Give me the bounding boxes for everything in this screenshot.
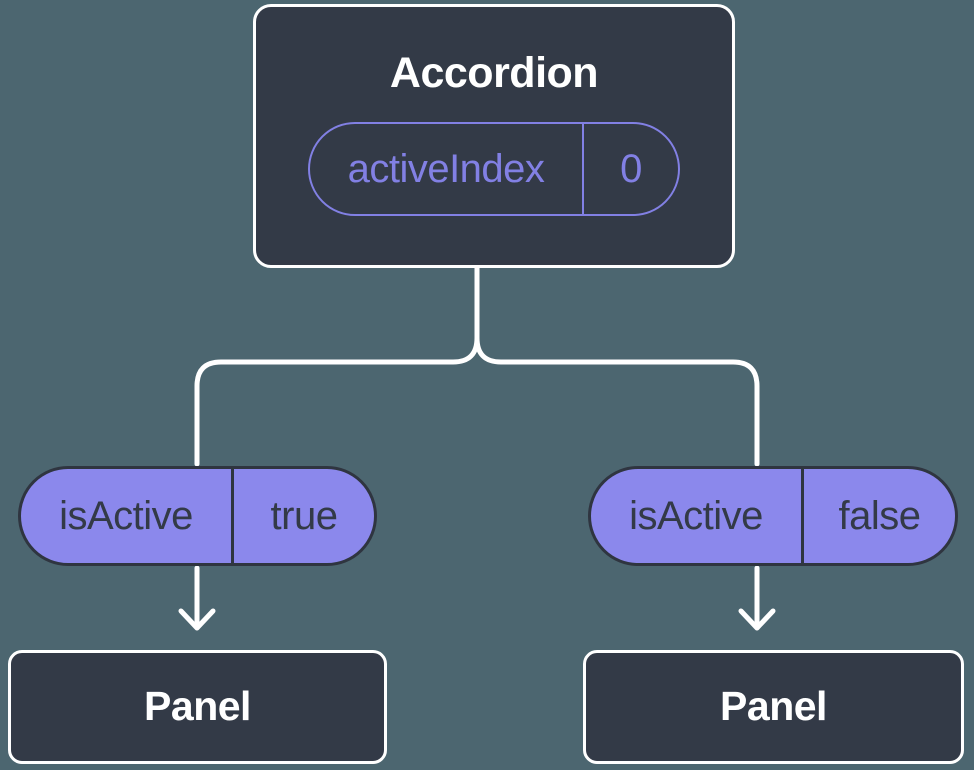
panel-node-left: Panel [8, 650, 387, 764]
prop-pill-divider-left [231, 469, 234, 563]
prop-value-left: true [270, 493, 338, 538]
accordion-node-title: Accordion [389, 49, 599, 97]
prop-pill-right: isActive false [588, 466, 958, 566]
state-value: 0 [620, 146, 642, 191]
prop-pill-divider-right [801, 469, 804, 563]
state-pill: activeIndex 0 [308, 122, 680, 217]
prop-name-right: isActive [629, 493, 763, 538]
prop-value-right: false [838, 493, 922, 538]
prop-pill-left: isActive true [18, 466, 377, 566]
connector-branch-right [474, 263, 760, 467]
connector-branch-left [194, 263, 480, 467]
panel-node-title-left: Panel [144, 683, 251, 730]
prop-name-left: isActive [59, 493, 193, 538]
panel-node-title-right: Panel [720, 683, 827, 730]
state-pill-divider [582, 124, 584, 215]
panel-node-right: Panel [583, 650, 964, 764]
state-name: activeIndex [347, 146, 545, 191]
accordion-node: Accordion activeIndex 0 [253, 4, 735, 268]
arrow-down-right-icon [738, 565, 776, 631]
arrow-down-left-icon [178, 565, 216, 631]
